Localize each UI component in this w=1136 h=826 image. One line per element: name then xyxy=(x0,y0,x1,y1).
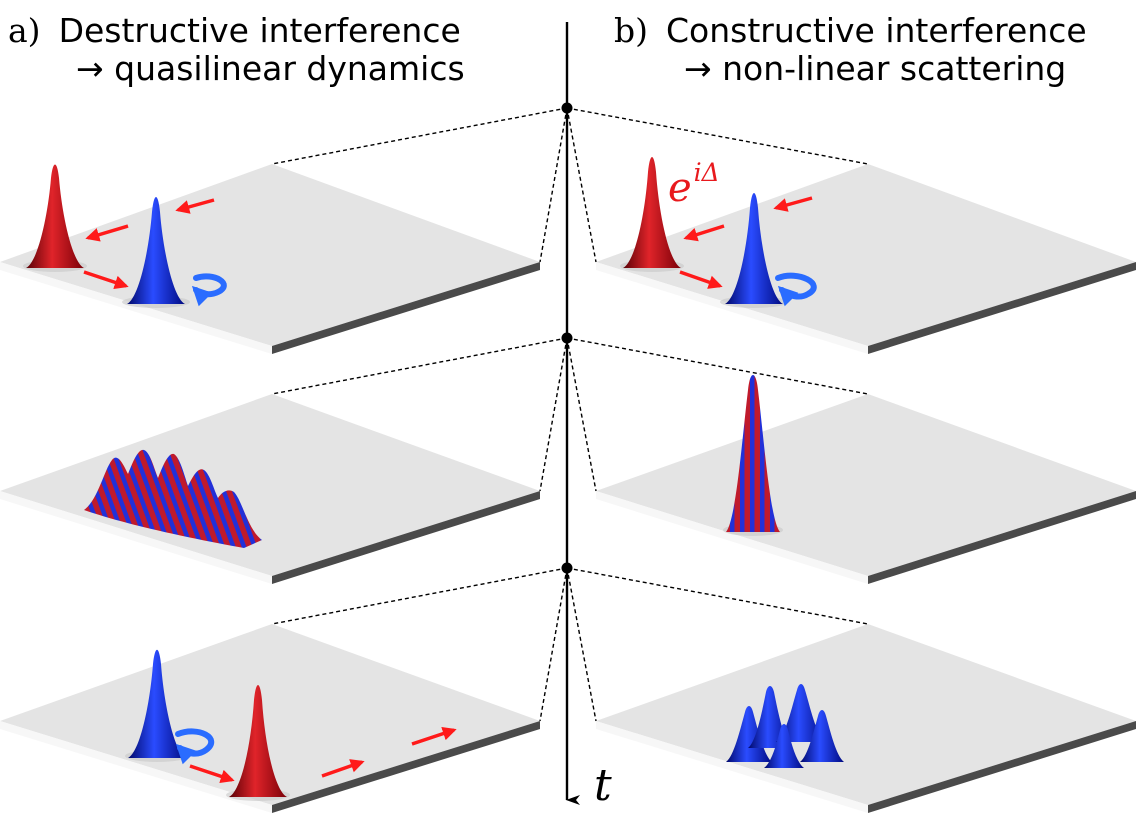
rotation-arrow-icon xyxy=(175,728,215,765)
panel-a-line1: Destructive interference xyxy=(58,11,461,50)
panel-a-tag: a) xyxy=(8,11,41,50)
motion-arrow-icon xyxy=(683,224,725,242)
red-gaussian-peak-icon xyxy=(229,685,287,797)
panel-b-line2: → non-linear scattering xyxy=(684,49,1067,88)
rotation-arrow-icon xyxy=(191,273,227,307)
plate-a-1 xyxy=(0,164,540,354)
plate-a-2 xyxy=(0,394,540,584)
motion-arrow-icon xyxy=(679,270,723,289)
slice-a-1-wavepackets xyxy=(23,164,227,308)
phase-exponent: iΔ xyxy=(693,158,720,187)
motion-arrow-icon xyxy=(321,759,365,778)
motion-arrow-icon xyxy=(83,270,129,290)
panel-b-heading: b) Constructive interference → non-linear… xyxy=(614,12,1087,88)
blue-gaussian-peak-icon xyxy=(725,193,783,304)
blue-gaussian-peak-icon xyxy=(776,684,826,742)
motion-arrow-icon xyxy=(773,196,813,212)
motion-arrow-icon xyxy=(85,224,129,242)
slice-b-1-wavepackets xyxy=(620,157,817,308)
blue-gaussian-peak-icon xyxy=(128,649,186,758)
motion-arrow-icon xyxy=(189,764,235,784)
striped-peak-icon xyxy=(726,375,780,532)
time-node-2 xyxy=(561,332,573,344)
panel-b-line1: Constructive interference xyxy=(666,11,1087,50)
slice-b-2-wavepackets xyxy=(723,375,783,536)
time-node-1 xyxy=(561,102,573,114)
phase-factor-label: eiΔ xyxy=(668,158,720,211)
red-gaussian-peak-icon xyxy=(623,157,681,268)
motion-arrow-icon xyxy=(411,726,457,746)
dashed-connectors xyxy=(271,107,869,722)
interfering-ridge-icon xyxy=(84,449,262,548)
blue-gaussian-peak-icon xyxy=(764,724,804,768)
slice-a-3-wavepackets xyxy=(125,649,457,801)
red-gaussian-peak-icon xyxy=(26,164,84,268)
panel-a-line2: → quasilinear dynamics xyxy=(76,49,465,88)
time-node-3 xyxy=(561,562,573,574)
rotation-arrow-icon xyxy=(775,272,817,307)
motion-arrow-icon xyxy=(175,198,215,214)
blue-gaussian-peak-icon xyxy=(127,197,185,304)
time-axis xyxy=(561,22,580,805)
slice-b-3-wavepackets xyxy=(726,684,844,768)
plate-b-2 xyxy=(596,394,1136,584)
plate-b-3 xyxy=(596,624,1136,813)
blue-gaussian-peak-icon xyxy=(800,710,844,762)
panel-b-tag: b) xyxy=(614,11,648,50)
slice-a-2-wavepackets xyxy=(84,449,262,548)
phase-base: e xyxy=(668,165,692,211)
panel-a-heading: a) Destructive interference → quasilinear… xyxy=(8,12,465,88)
time-axis-label: t xyxy=(594,760,612,811)
